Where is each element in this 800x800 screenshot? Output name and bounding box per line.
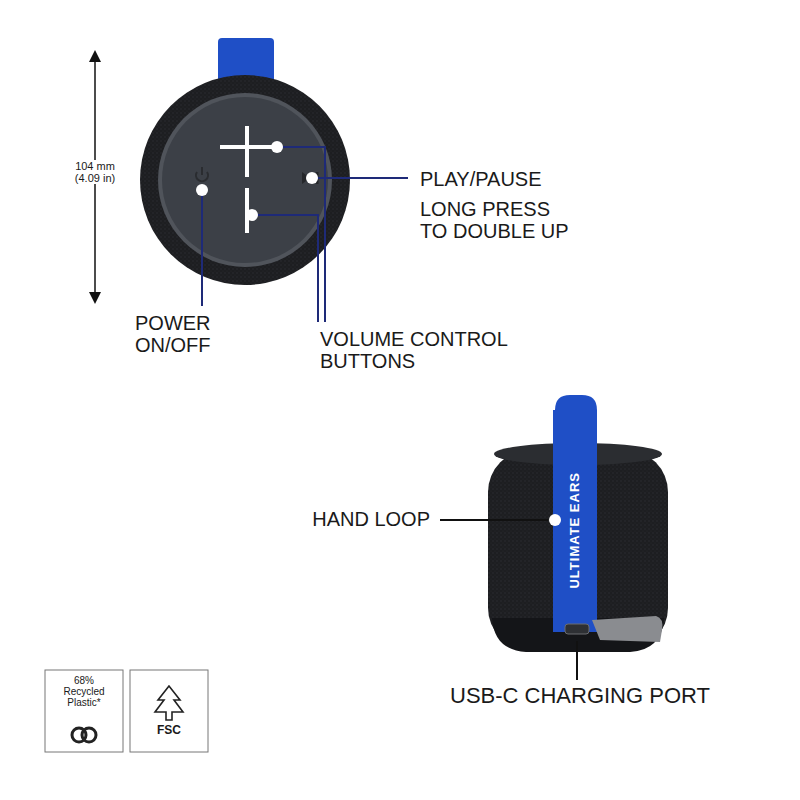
part-label: PLAY/PAUSE xyxy=(420,168,620,190)
leader-lines xyxy=(202,147,408,322)
speaker-side-view xyxy=(488,395,668,652)
part-label: USB-C CHARGING PORT xyxy=(450,684,750,709)
part-label: VOLUME CONTROL BUTTONS xyxy=(320,328,550,373)
brand-text: ULTIMATE EARS xyxy=(568,430,583,630)
callout-dots xyxy=(196,141,318,221)
leader-lines xyxy=(440,520,577,680)
part-note: LONG PRESS TO DOUBLE UP xyxy=(420,198,580,243)
badge-text: FSC xyxy=(150,724,188,737)
part-label: HAND LOOP xyxy=(290,508,430,530)
part-label: POWER ON/OFF xyxy=(135,312,245,357)
eco-badges xyxy=(45,670,208,752)
dimension-label: 104 mm (4.09 in) xyxy=(69,160,121,185)
badge-text: 68% Recycled Plastic* xyxy=(59,675,109,709)
